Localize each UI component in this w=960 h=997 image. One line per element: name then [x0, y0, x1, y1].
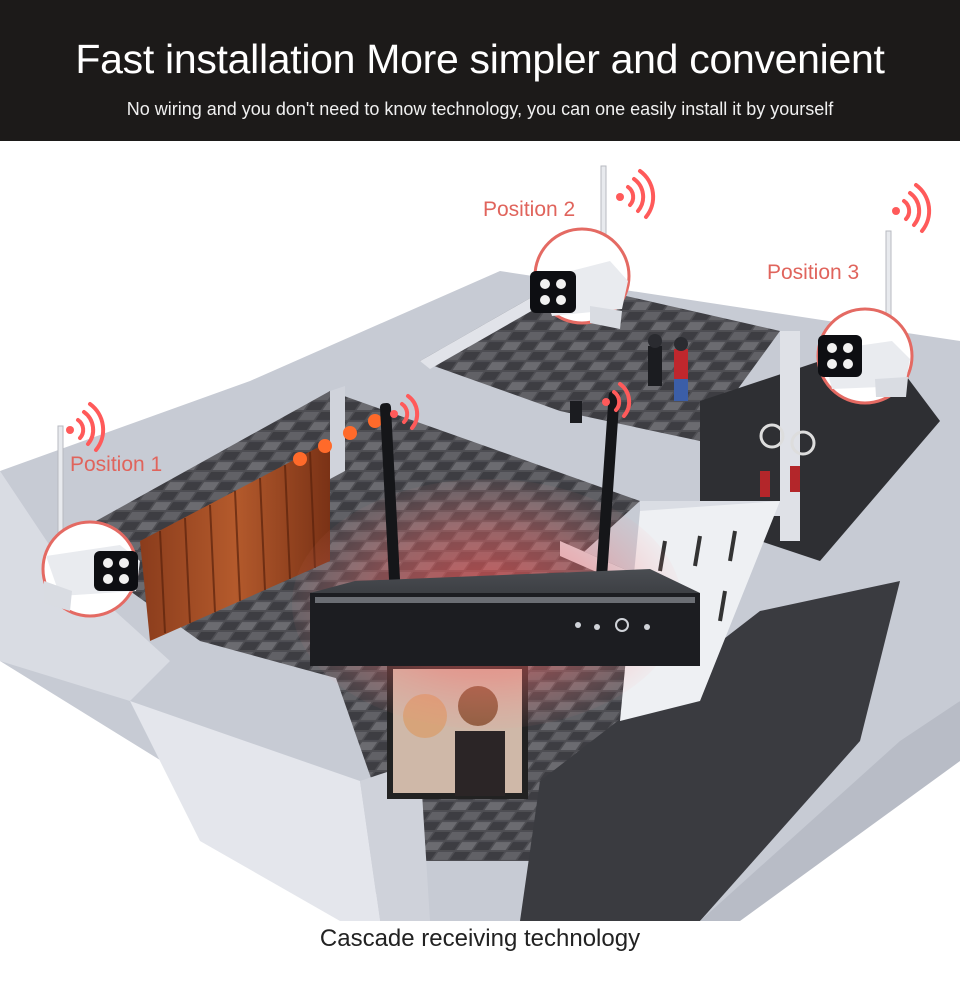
camera-icon [816, 230, 914, 405]
page-subtitle: No wiring and you don't need to know tec… [126, 99, 834, 119]
house-illustration [0, 165, 960, 921]
page-title: Fast installation More simpler and conve… [75, 36, 885, 82]
footer-caption: Cascade receiving technology [319, 925, 641, 952]
wifi-signal-icon [892, 183, 932, 233]
nvr-device-icon [310, 391, 700, 666]
wifi-signal-icon [66, 402, 106, 452]
mannequins [570, 334, 800, 497]
wifi-signal-icon [390, 382, 632, 430]
camera-label-position-3: Position 3 [767, 261, 860, 284]
camera-icon [530, 165, 631, 329]
floor-bottom-right [520, 581, 900, 921]
camera-icon [41, 425, 140, 618]
header-banner: Fast installation More simpler and conve… [0, 0, 960, 141]
camera-label-position-2: Position 2 [483, 198, 576, 221]
wifi-signal-icon [616, 169, 656, 219]
camera-label-position-1: Position 1 [70, 453, 163, 476]
